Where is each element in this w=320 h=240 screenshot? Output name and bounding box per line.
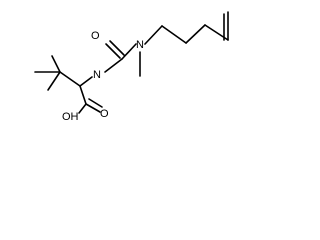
bond-chain-2	[161, 25, 187, 44]
acid-oxygen-label: O	[100, 108, 109, 120]
amide-nitrogen-label: N	[93, 69, 101, 81]
bond-chain-3	[185, 24, 206, 44]
bond-carbonyl-double-o-a	[105, 43, 121, 59]
bond-carbonyl-double-o-b	[109, 40, 125, 56]
amide-oxygen-label: O	[91, 30, 100, 42]
bond-tbu-methyl-top	[51, 55, 61, 73]
molecule-structure: O N N OH O	[34, 11, 229, 123]
bond-tbu-to-alpha	[59, 71, 81, 87]
acid-hydroxyl-label: OH	[62, 111, 79, 123]
bond-nh-to-carbonyl	[104, 58, 123, 73]
bond-tbu-methyl-bottom	[47, 71, 61, 91]
bond-carboxyl-to-oh	[78, 103, 87, 114]
bond-carbonyl-to-n	[121, 43, 137, 60]
bond-carboxyl-double-o-a	[85, 103, 101, 113]
tertiary-nitrogen-label: N	[136, 39, 144, 51]
bond-alpha-to-carboxyl	[79, 85, 87, 105]
bond-chain-1	[144, 25, 163, 45]
bond-alpha-to-nh	[79, 76, 93, 87]
bond-carboxyl-double-o-b	[88, 98, 103, 108]
